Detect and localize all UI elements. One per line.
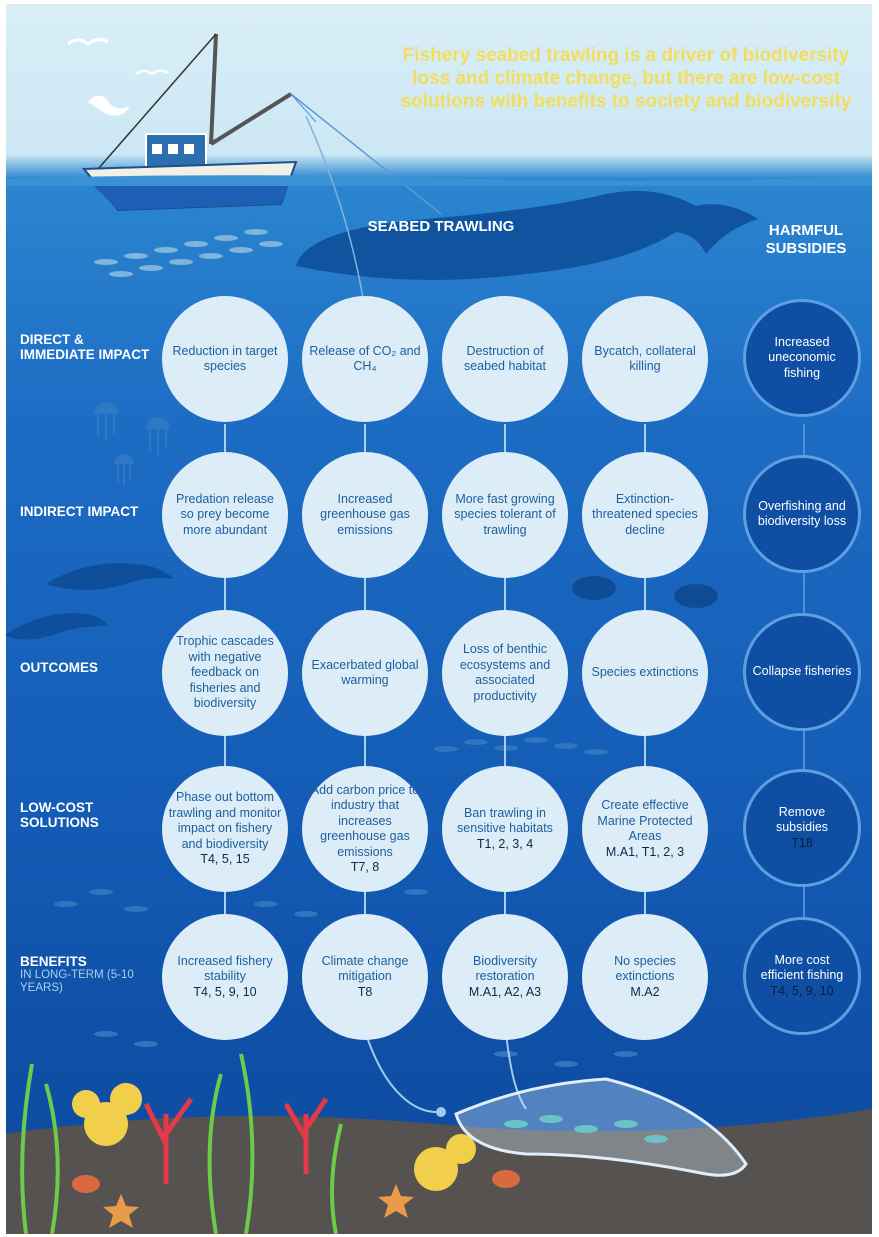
solution-circle: Phase out bottom trawling and monitor im… [162, 766, 288, 892]
row-label-outcomes: OUTCOMES [20, 660, 99, 675]
impact-circle: Reduction in target species [162, 296, 288, 422]
row-label-indirect-impact: INDIRECT IMPACT [20, 504, 139, 519]
trawl-net-icon [454, 1077, 748, 1177]
impact-circle: Extinction-threatened species decline [582, 452, 708, 578]
outcome-circle: Exacerbated global warming [302, 610, 428, 736]
row-label-direct-impact: DIRECT & IMMEDIATE IMPACT [20, 332, 150, 362]
jellyfish-icon [94, 402, 170, 486]
dolphin-icon [46, 563, 174, 590]
impact-circle: More fast growing species tolerant of tr… [442, 452, 568, 578]
row-label-low-cost-solutions: LOW-COST SOLUTIONS [20, 800, 99, 830]
outcome-circle: Species extinctions [582, 610, 708, 736]
seaweed-icon [20, 1053, 343, 1234]
outcome-circle: Loss of benthic ecosystems and associate… [442, 610, 568, 736]
poster-title: Fishery seabed trawling is a driver of b… [400, 45, 852, 112]
fish-school-icon [94, 229, 283, 277]
impact-circle: Release of CO₂ and CH₄ [302, 296, 428, 422]
crab-icon [492, 1170, 520, 1188]
red-coral-icon [143, 1097, 329, 1184]
outcome-circle: Trophic cascades with negative feedback … [162, 610, 288, 736]
seagull-icon [67, 37, 109, 46]
seagull-icon [135, 69, 169, 76]
fish-school-icon [54, 737, 638, 1067]
solution-circle: Add carbon price to industry that increa… [302, 766, 428, 892]
subsidy-circle: Increased uneconomic fishing [743, 299, 861, 417]
whale-icon [296, 190, 758, 280]
infographic-poster: Fishery seabed trawling is a driver of b… [6, 4, 872, 1234]
impact-circle: Increased greenhouse gas emissions [302, 452, 428, 578]
subsidy-circle: Collapse fisheries [743, 613, 861, 731]
seabed-trawling-header: SEABED TRAWLING [367, 218, 515, 235]
starfish-icon [103, 1184, 414, 1228]
impact-circle: Bycatch, collateral killing [582, 296, 708, 422]
fishing-boat-icon [81, 33, 442, 215]
dolphin-icon [6, 613, 108, 640]
crab-icon [72, 1175, 100, 1193]
harmful-subsidies-header: HARMFUL SUBSIDIES [765, 222, 847, 257]
seagull-icon [88, 95, 130, 116]
impact-circle: Destruction of seabed habitat [442, 296, 568, 422]
subsidy-circle: Overfishing and biodiversity loss [743, 455, 861, 573]
turtle-icon [572, 576, 616, 600]
impact-circle: Predation release so prey become more ab… [162, 452, 288, 578]
turtle-icon [674, 584, 718, 608]
ocean-illustration [6, 33, 872, 1234]
coral-icon [72, 1083, 476, 1191]
row-sublabel-benefits: IN LONG-TERM (5-10 YEARS) [20, 969, 134, 994]
